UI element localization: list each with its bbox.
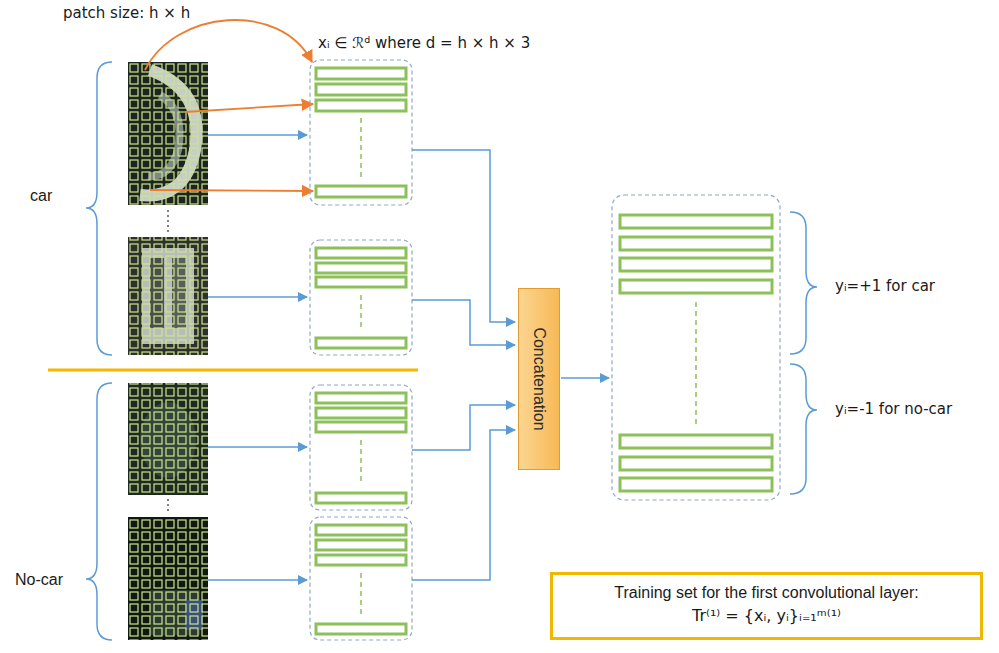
node-text: Training set for the first convolutional… [563,581,970,604]
flow-arrow [412,300,515,345]
feature-vector [316,277,406,287]
feature-group [310,60,412,205]
no-car-image [128,383,208,495]
feature-vector [620,478,772,491]
text-label: yᵢ=-1 for no-car [835,400,952,419]
car-image [128,62,208,205]
feature-vector [316,186,406,197]
feature-group [310,517,412,640]
feature-vector [316,248,406,258]
node-text: Concatenation [530,327,548,430]
patch-grid [128,383,208,495]
separator-line [48,369,418,372]
flow-arrow [412,150,515,322]
feature-vector [316,493,406,503]
flow-arrow [561,377,609,379]
feature-vector [316,525,406,535]
ellipsis-line [360,440,362,485]
ellipsis-dots [167,499,169,513]
patch-arrow [185,104,313,112]
car-image [128,237,208,355]
node-text: Tr⁽¹⁾ = {xᵢ, yᵢ}ᵢ₌₁ᵐ⁽¹⁾ [563,604,970,627]
feature-vector [316,422,406,432]
feature-group [310,385,412,510]
flow-arrow [412,405,515,450]
ellipsis-dots [167,210,169,232]
training-set-group [612,195,780,500]
flow-arrow [208,134,307,136]
feature-vector [620,237,772,250]
brace [790,364,817,494]
feature-group [310,240,412,355]
text-label: xᵢ ∈ ℛᵈ where d = h × h × 3 [318,34,530,53]
feature-vector [316,100,406,111]
flow-arrow [208,579,307,581]
brace [790,212,817,354]
no-car-image [128,517,208,640]
ellipsis-line [360,573,362,615]
feature-vector [620,258,772,271]
feature-vector [620,215,772,228]
feature-vector [620,280,772,293]
feature-vector [316,624,406,634]
ellipsis-line [360,118,362,178]
ellipsis-line [360,295,362,330]
training-set-box: Training set for the first convolutional… [550,572,983,640]
flow-arrow [208,446,307,448]
ellipsis-line [695,302,697,425]
feature-vector [316,68,406,79]
feature-vector [316,555,406,565]
feature-vector [316,338,406,348]
text-label: patch size: h × h [63,4,190,23]
patch-grid [128,517,208,640]
feature-vector [316,263,406,273]
flow-arrow [208,296,307,298]
text-label: yᵢ=+1 for car [835,277,935,296]
feature-vector [316,84,406,95]
concatenation-box: Concatenation [518,288,560,470]
patch-grid [128,62,208,205]
brace [86,62,112,355]
text-label: No-car [15,570,63,590]
flow-arrow [412,430,515,580]
feature-vector [620,457,772,470]
feature-vector [316,393,406,403]
feature-vector [620,435,772,448]
patch-grid [128,237,208,355]
feature-vector [316,540,406,550]
brace [86,383,112,640]
text-label: car [30,186,52,206]
patch-arrow [150,190,313,191]
patch-arrow [145,20,312,70]
feature-vector [316,408,406,418]
